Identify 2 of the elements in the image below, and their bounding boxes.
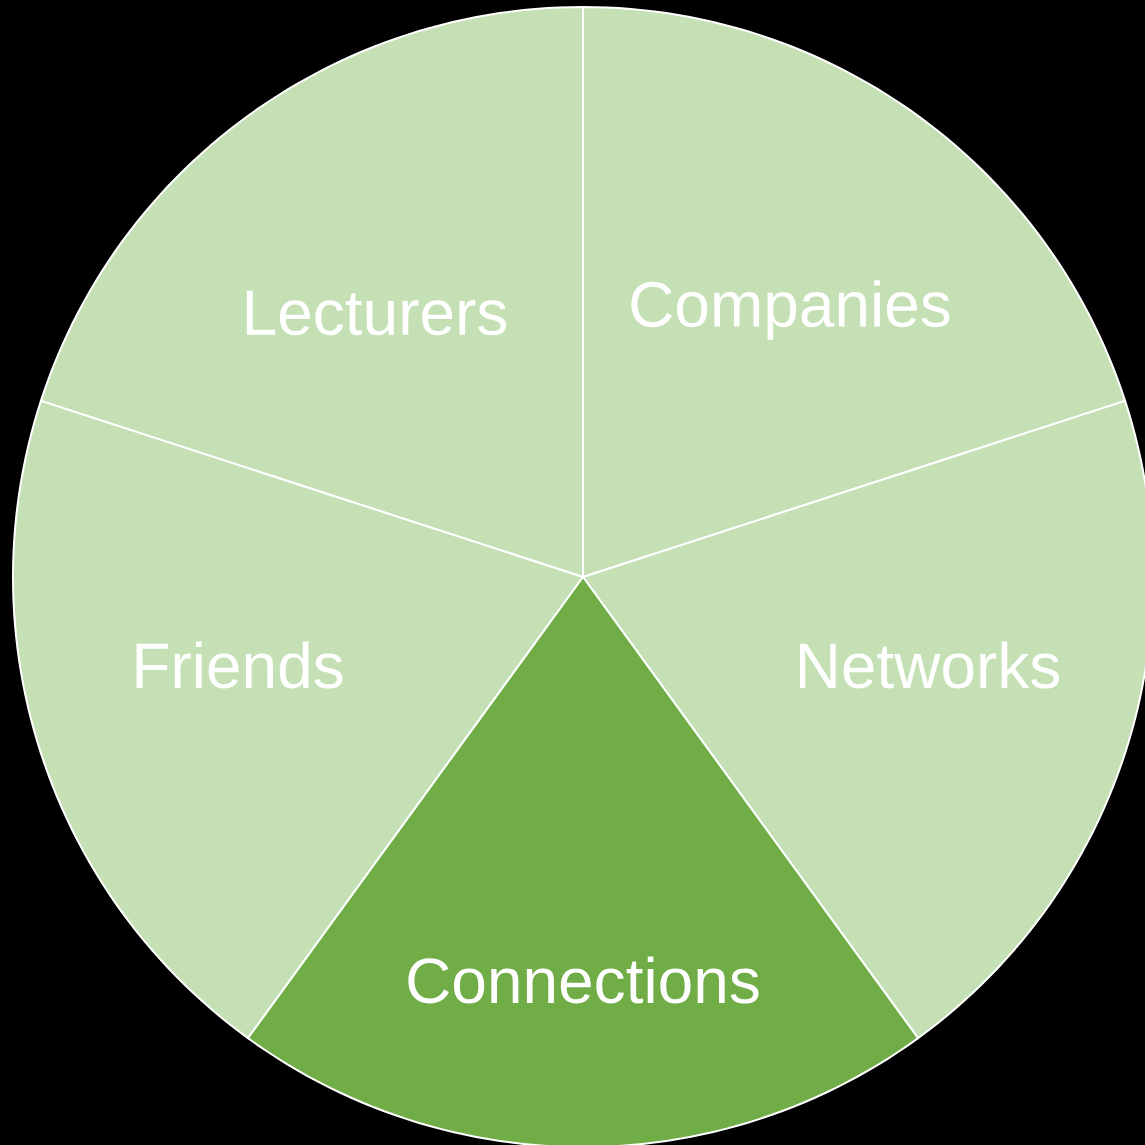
pie-sector: Lecturers [39,6,584,578]
pie-sector: Companies [582,6,1127,578]
